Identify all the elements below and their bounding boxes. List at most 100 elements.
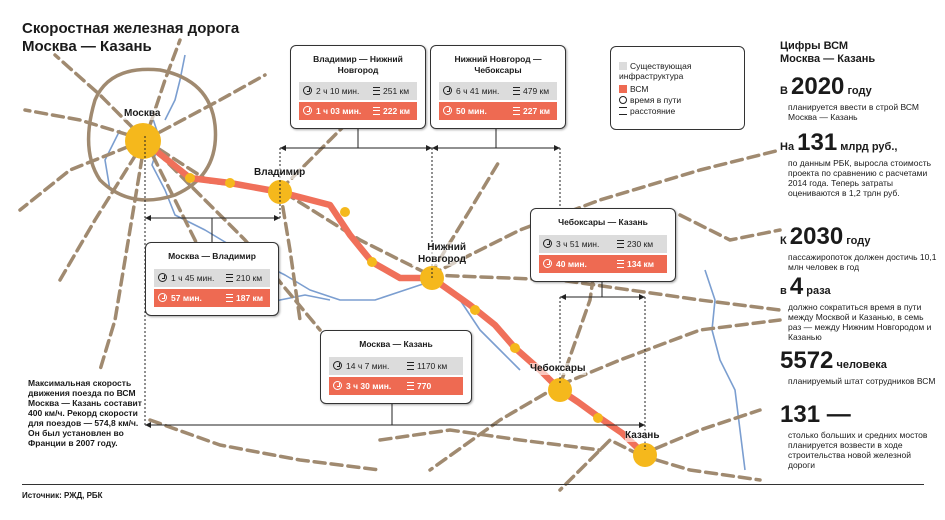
fact-item: 131 — столько больших и средних мостов п…	[780, 403, 938, 471]
clock-icon	[543, 239, 552, 248]
fact-pre: В	[780, 85, 788, 97]
fact-item: 5572 человека планируемый штат сотрудник…	[780, 347, 938, 387]
existing-distance: 210 км	[236, 273, 263, 283]
arrow-head	[560, 294, 566, 300]
legend-existing-label: Существующая инфраструктура	[619, 61, 692, 81]
fact-post: раза	[806, 285, 831, 297]
stop-dot	[367, 257, 377, 267]
distance-icon	[513, 87, 520, 95]
distance-icon	[407, 382, 414, 390]
existing-row: 14 ч 7 мин. 1170 км	[329, 357, 463, 375]
existing-row: 2 ч 10 мин. 251 км	[299, 82, 417, 100]
footer-rule	[22, 484, 924, 485]
stop-dot	[225, 178, 235, 188]
fact-post: млрд руб.,	[840, 141, 898, 153]
fact-item: В 2020 году планируется ввести в строй В…	[780, 73, 938, 123]
clock-icon	[303, 106, 312, 115]
city-label-kazan: Казань	[625, 430, 660, 442]
existing-time: 2 ч 10 мин.	[316, 86, 360, 96]
fact-item: в 4 раза должно сократиться время в пути…	[780, 273, 938, 343]
fact-pre: в	[780, 285, 787, 297]
stop-dot	[185, 173, 195, 183]
fact-number: 5572	[780, 347, 834, 374]
existing-time: 6 ч 41 мин.	[456, 86, 500, 96]
city-label-moscow: Москва	[124, 108, 161, 120]
existing-time: 1 ч 45 мин.	[171, 273, 215, 283]
stop-dot	[470, 305, 480, 315]
facts-column: Цифры ВСМ Москва — Казань В 2020 году пл…	[780, 40, 938, 470]
distance-icon	[226, 294, 233, 302]
vsm-distance: 227 км	[523, 106, 551, 116]
station-moscow	[125, 123, 161, 159]
source-note: Источник: РЖД, РБК	[22, 491, 103, 500]
card-title: Москва — Владимир	[168, 251, 256, 261]
arrow-head	[639, 422, 645, 428]
fact-text: по данным РБК, выросла стоимость проекта…	[788, 158, 932, 198]
legend-distance-label: расстояние	[630, 106, 676, 116]
existing-row: 6 ч 41 мин. 479 км	[439, 82, 557, 100]
legend-vsm: ВСМ	[619, 84, 649, 94]
legend-time: время в пути	[619, 95, 681, 105]
arrow-head	[554, 145, 560, 151]
clock-icon	[543, 259, 552, 268]
card-moscow-vladimir: Москва — Владимир 1 ч 45 мин. 210 км 57 …	[145, 242, 279, 316]
bracket-arrows	[145, 145, 645, 428]
fact-text: планируется ввести в строй ВСМ Москва — …	[788, 102, 919, 122]
arrow-head	[432, 145, 438, 151]
clock-icon	[158, 273, 167, 282]
card-nizhny-cheboksary: Нижний Новгород — Чебоксары 6 ч 41 мин. …	[430, 45, 566, 129]
stop-dot	[340, 207, 350, 217]
legend-existing: Существующая инфраструктура	[619, 61, 737, 81]
legend-distance: расстояние	[619, 106, 675, 116]
existing-row: 1 ч 45 мин. 210 км	[154, 269, 270, 287]
vsm-time: 1 ч 03 мин.	[316, 106, 362, 116]
vsm-distance: 770	[417, 381, 432, 391]
fact-item: К 2030 году пассажиропоток должен достич…	[780, 223, 938, 273]
distance-icon	[226, 274, 233, 282]
existing-distance: 1170 км	[417, 361, 448, 371]
fact-pre: К	[780, 235, 787, 247]
vsm-distance: 187 км	[236, 293, 264, 303]
city-label-nizhny-novgorod: Нижний Новгород	[412, 242, 466, 266]
fact-post: году	[846, 235, 871, 247]
distance-icon	[373, 107, 380, 115]
distance-icon	[373, 87, 380, 95]
distance-icon	[617, 240, 624, 248]
clock-icon	[443, 106, 452, 115]
vsm-row: 40 мин. 134 км	[539, 255, 667, 273]
fact-number: 2030	[789, 223, 844, 250]
card-title: Нижний Новгород — Чебоксары	[454, 54, 542, 75]
distance-icon	[619, 107, 627, 115]
stop-dot	[510, 343, 520, 353]
arrow-head	[639, 294, 645, 300]
clock-icon	[619, 96, 627, 104]
city-label-cheboksary: Чебоксары	[530, 363, 586, 375]
clock-icon	[303, 86, 312, 95]
fact-post: году	[847, 85, 872, 97]
existing-distance: 251 км	[383, 86, 410, 96]
facts-heading: Цифры ВСМ Москва — Казань	[780, 40, 876, 65]
clock-icon	[333, 361, 342, 370]
vsm-swatch	[619, 85, 627, 93]
card-title: Москва — Казань	[359, 339, 433, 349]
city-label-vladimir: Владимир	[254, 167, 306, 179]
fact-post: человека	[836, 359, 887, 371]
arrow-head	[145, 215, 151, 221]
vsm-time: 3 ч 30 мин.	[346, 381, 392, 391]
moscow-ring-road	[86, 67, 218, 202]
intermediate-stops	[185, 173, 603, 423]
clock-icon	[158, 293, 167, 302]
existing-time: 14 ч 7 мин.	[346, 361, 390, 371]
fact-number: 4	[789, 273, 804, 300]
fact-text: пассажиропоток должен достичь 10,1 млн ч…	[788, 252, 937, 272]
distance-icon	[407, 362, 414, 370]
vsm-distance: 222 км	[383, 106, 411, 116]
fact-number: 131	[797, 129, 838, 156]
legend-vsm-label: ВСМ	[630, 84, 649, 94]
arrow-head	[274, 215, 280, 221]
fact-pre: На	[780, 141, 795, 153]
vsm-row: 3 ч 30 мин. 770	[329, 377, 463, 395]
station-cheboksary	[548, 378, 572, 402]
fact-number: 2020	[791, 73, 845, 100]
existing-swatch	[619, 62, 627, 70]
